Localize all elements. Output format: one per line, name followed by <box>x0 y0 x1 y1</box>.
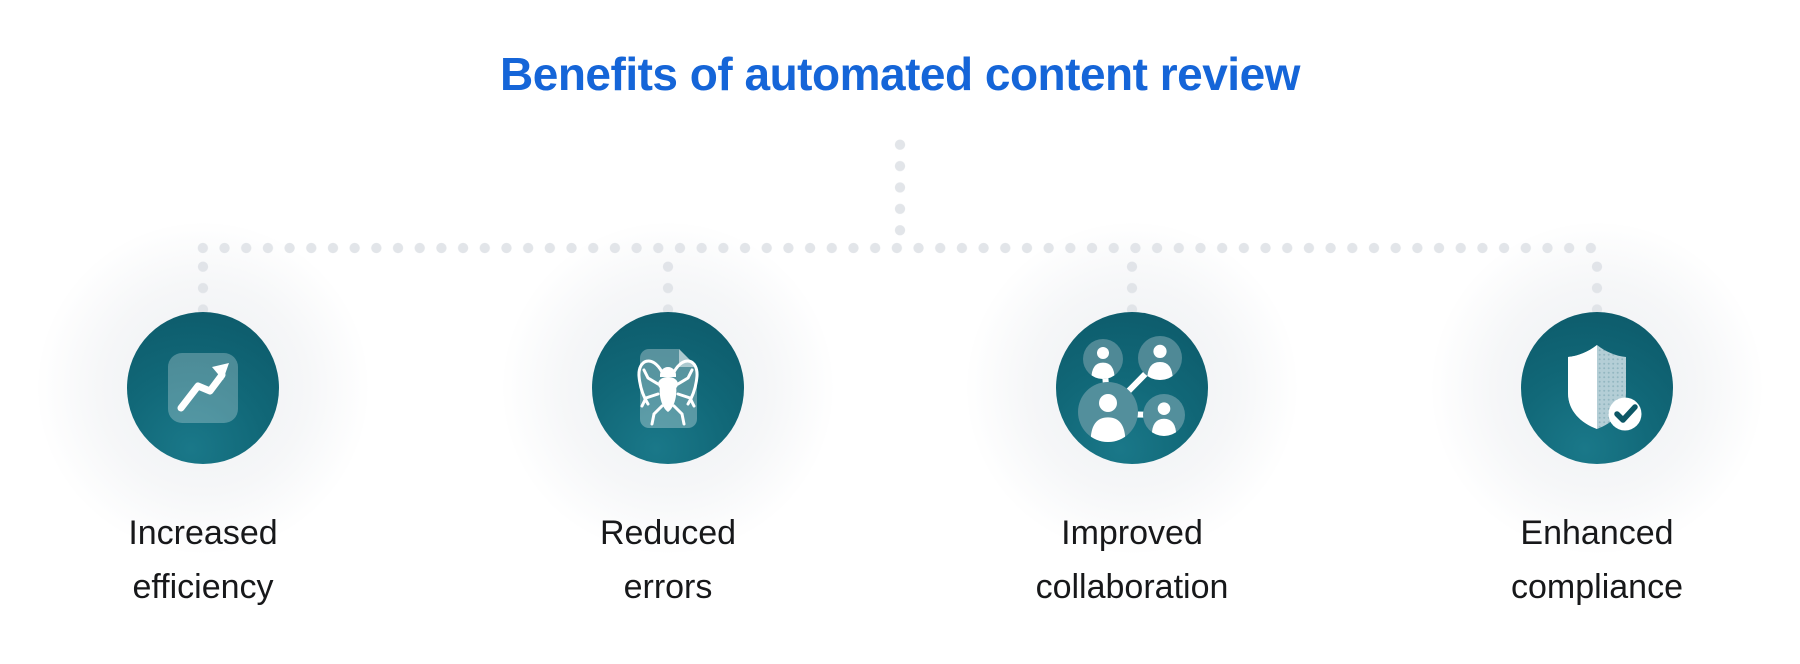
benefit-icon-circle <box>592 312 744 464</box>
benefit-label-line: compliance <box>1511 568 1683 606</box>
diagram-title: Benefits of automated content review <box>500 48 1300 100</box>
benefit-label-line: collaboration <box>1035 568 1229 606</box>
benefit-label-line: efficiency <box>132 568 274 606</box>
benefit-label-line: Reduced <box>599 514 737 552</box>
benefit-item-increased-efficiency: Increased efficiency <box>38 223 368 614</box>
collaboration-network-icon <box>1078 336 1185 442</box>
connector-trunk <box>894 134 906 244</box>
benefit-icon-circle <box>1056 312 1208 464</box>
benefit-label: Improved collaboration <box>967 506 1297 614</box>
benefit-label: Increased efficiency <box>38 506 368 614</box>
benefit-label-line: Improved <box>1061 514 1203 552</box>
connector-rail <box>192 242 1604 254</box>
bug-document-icon <box>637 349 699 428</box>
benefit-label-line: Increased <box>128 514 278 552</box>
benefit-label-line: Enhanced <box>1520 514 1674 552</box>
trend-up-icon <box>168 353 238 423</box>
benefit-label: Enhanced compliance <box>1432 506 1762 614</box>
benefit-label-line: errors <box>623 568 713 606</box>
benefit-item-improved-collaboration: Improved collaboration <box>967 223 1297 614</box>
benefit-icon-circle <box>127 312 279 464</box>
benefit-item-reduced-errors: Reduced errors <box>503 223 833 614</box>
benefit-label: Reduced errors <box>503 506 833 614</box>
benefit-item-enhanced-compliance: Enhanced compliance <box>1432 223 1762 614</box>
benefit-icon-circle <box>1521 312 1673 464</box>
shield-check-icon <box>1568 345 1642 431</box>
